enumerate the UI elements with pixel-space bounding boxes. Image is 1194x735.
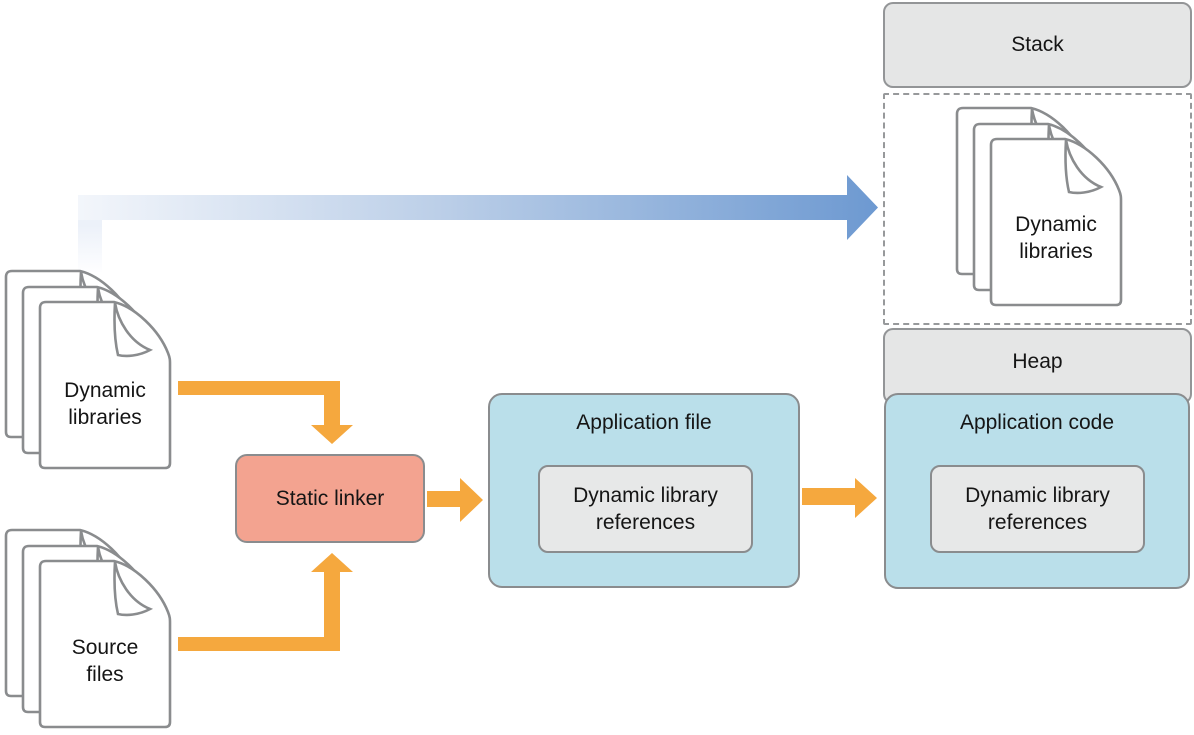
source-files-icon <box>4 528 172 729</box>
dynamic-libraries-files-label: Dynamic libraries <box>64 379 146 429</box>
application-code-node: Application code Dynamic library referen… <box>884 393 1190 589</box>
blue-load-arrow <box>78 175 878 272</box>
static-linker-label: Static linker <box>275 486 385 510</box>
dynamic-library-references-box-file: Dynamic library references <box>538 465 753 553</box>
memory-dynamic-libraries-label: Dynamic libraries <box>1015 213 1097 263</box>
dynamic-library-references-box-code: Dynamic library references <box>930 465 1145 553</box>
application-file-node: Application file Dynamic library referen… <box>488 393 800 588</box>
application-file-title: Application file <box>576 411 712 434</box>
orange-arrow-appfile-to-appcode <box>802 478 877 518</box>
heap-label: Heap <box>1012 350 1063 373</box>
stack-node: Stack <box>883 2 1192 88</box>
orange-arrow-dynlib-to-linker <box>178 381 353 444</box>
static-linker-node: Static linker <box>235 454 425 543</box>
source-files-label: Source files <box>71 636 139 686</box>
heap-node: Heap <box>883 328 1192 404</box>
dynamic-libraries-files-icon <box>4 269 172 470</box>
orange-arrow-linker-to-appfile <box>427 478 483 522</box>
stack-label: Stack <box>1011 33 1064 56</box>
memory-dynamic-libraries-icon <box>955 106 1123 307</box>
orange-arrow-source-to-linker <box>178 553 353 651</box>
application-code-title: Application code <box>959 411 1115 434</box>
